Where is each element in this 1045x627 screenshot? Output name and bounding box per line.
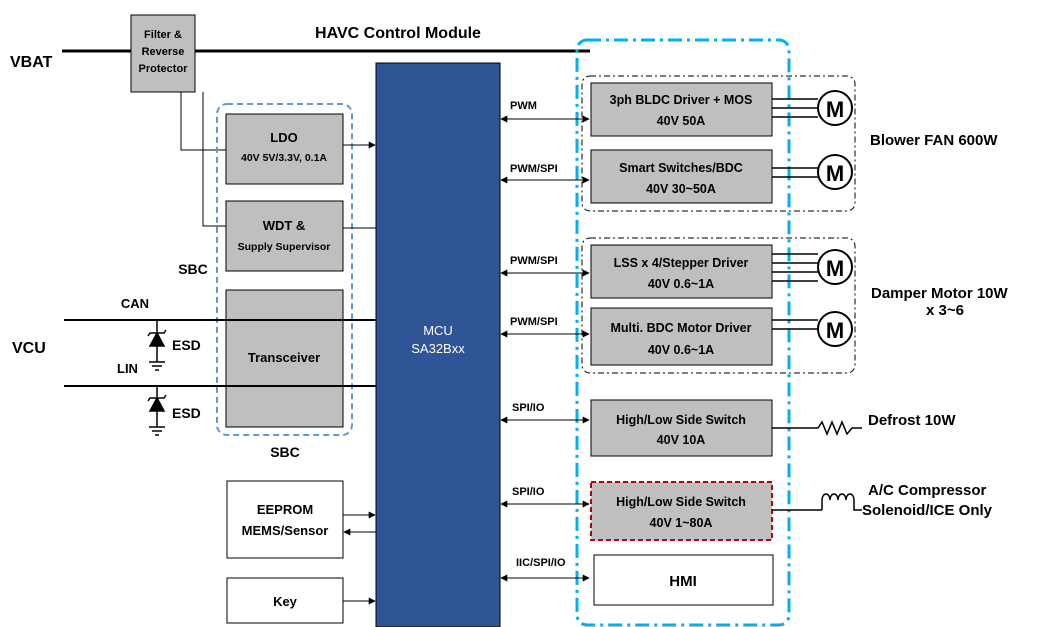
wdt-subtitle: Supply Supervisor <box>238 241 331 253</box>
motor-label-stepper: M <box>826 256 844 281</box>
esd-diode-can-icon <box>147 320 167 371</box>
bldc-driver-block <box>590 82 773 137</box>
motor-label-smart: M <box>826 161 844 186</box>
transceiver-block <box>225 289 344 428</box>
motor-icon-smart <box>817 154 853 190</box>
damper-group-region <box>581 237 856 374</box>
hls2-line1: High/Low Side Switch <box>616 495 746 509</box>
signal-spi-io-2: SPI/IO <box>512 486 545 498</box>
signal-pwm-spi-2: PWM/SPI <box>510 255 558 267</box>
ac-label-line2: Solenoid/ICE Only <box>862 502 993 519</box>
lss-stepper-block <box>590 244 773 299</box>
sbc-label-bottom: SBC <box>270 444 300 460</box>
solenoid-coil-icon <box>772 493 862 511</box>
multi-bdc-block <box>590 307 773 366</box>
sbc-label-left: SBC <box>178 261 208 277</box>
mcu-line2: SA32Bxx <box>411 341 465 356</box>
bldc-output-wires <box>772 98 818 118</box>
mcu-line1: MCU <box>423 323 453 338</box>
filter-line3: Protector <box>139 63 189 75</box>
motor-label-bdc: M <box>826 318 844 343</box>
esd-label-top: ESD <box>172 337 201 353</box>
sbc-region <box>216 103 353 436</box>
hmi-block <box>593 554 774 606</box>
lss-output-wires <box>772 253 818 282</box>
filter-to-ldo-line <box>180 92 226 151</box>
filter-line2: Reverse <box>142 46 185 58</box>
filter-protector-block <box>130 14 196 93</box>
bldc-line2: 40V 50A <box>657 114 706 128</box>
can-label: CAN <box>121 296 149 311</box>
signal-pwm: PWM <box>510 100 537 112</box>
vcu-label: VCU <box>12 340 46 357</box>
wdt-title: WDT & <box>263 218 306 233</box>
vbat-label: VBAT <box>10 54 53 71</box>
ldo-block <box>225 113 344 185</box>
esd-diode-lin-icon <box>147 386 167 436</box>
resistor-icon <box>772 420 862 436</box>
defrost-label: Defrost 10W <box>868 412 956 429</box>
ldo-title: LDO <box>270 130 297 145</box>
hls-10a-block <box>590 399 773 457</box>
motor-icon-blower <box>817 90 853 126</box>
wdt-block <box>225 200 344 272</box>
signal-iic-spi-io: IIC/SPI/IO <box>516 557 566 569</box>
blower-label: Blower FAN 600W <box>870 132 998 149</box>
smart-line2: 40V 30~50A <box>646 182 716 196</box>
eeprom-block <box>226 480 344 559</box>
multi-line2: 40V 0.6~1A <box>648 343 714 357</box>
multi-output-wires <box>772 319 818 330</box>
hls-80a-block <box>590 481 773 541</box>
motor-label-blower: M <box>826 97 844 122</box>
damper-label-line1: Damper Motor 10W <box>871 285 1009 302</box>
blower-group-region <box>581 75 856 212</box>
hls1-line2: 40V 10A <box>657 433 706 447</box>
hls2-line2: 40V 1~80A <box>650 516 713 530</box>
transceiver-label: Transceiver <box>248 350 320 365</box>
lss-line1: LSS x 4/Stepper Driver <box>614 256 749 270</box>
eeprom-line1: EEPROM <box>257 502 313 517</box>
filter-to-wdt-line <box>202 92 226 227</box>
esd-label-bottom: ESD <box>172 405 201 421</box>
ldo-spec: 40V 5V/3.3V, 0.1A <box>241 152 327 164</box>
motor-icon-stepper <box>817 249 853 285</box>
smart-output-wires <box>772 167 818 178</box>
mcu-block <box>375 62 501 627</box>
smart-line1: Smart Switches/BDC <box>619 161 743 175</box>
lin-label: LIN <box>117 361 138 376</box>
multi-line1: Multi. BDC Motor Driver <box>611 321 752 335</box>
motor-icon-bdc <box>817 311 853 347</box>
signal-pwm-spi-1: PWM/SPI <box>510 163 558 175</box>
damper-label-line2: x 3~6 <box>926 302 964 319</box>
ac-label-line1: A/C Compressor <box>868 482 987 499</box>
hls1-line1: High/Low Side Switch <box>616 413 746 427</box>
filter-line1: Filter & <box>144 29 182 41</box>
signal-pwm-spi-3: PWM/SPI <box>510 316 558 328</box>
key-label: Key <box>273 594 298 609</box>
hmi-label: HMI <box>669 573 697 590</box>
bldc-line1: 3ph BLDC Driver + MOS <box>610 93 753 107</box>
lss-line2: 40V 0.6~1A <box>648 277 714 291</box>
module-title: HAVC Control Module <box>315 25 481 42</box>
signal-spi-io-1: SPI/IO <box>512 402 545 414</box>
eeprom-line2: MEMS/Sensor <box>242 523 329 538</box>
